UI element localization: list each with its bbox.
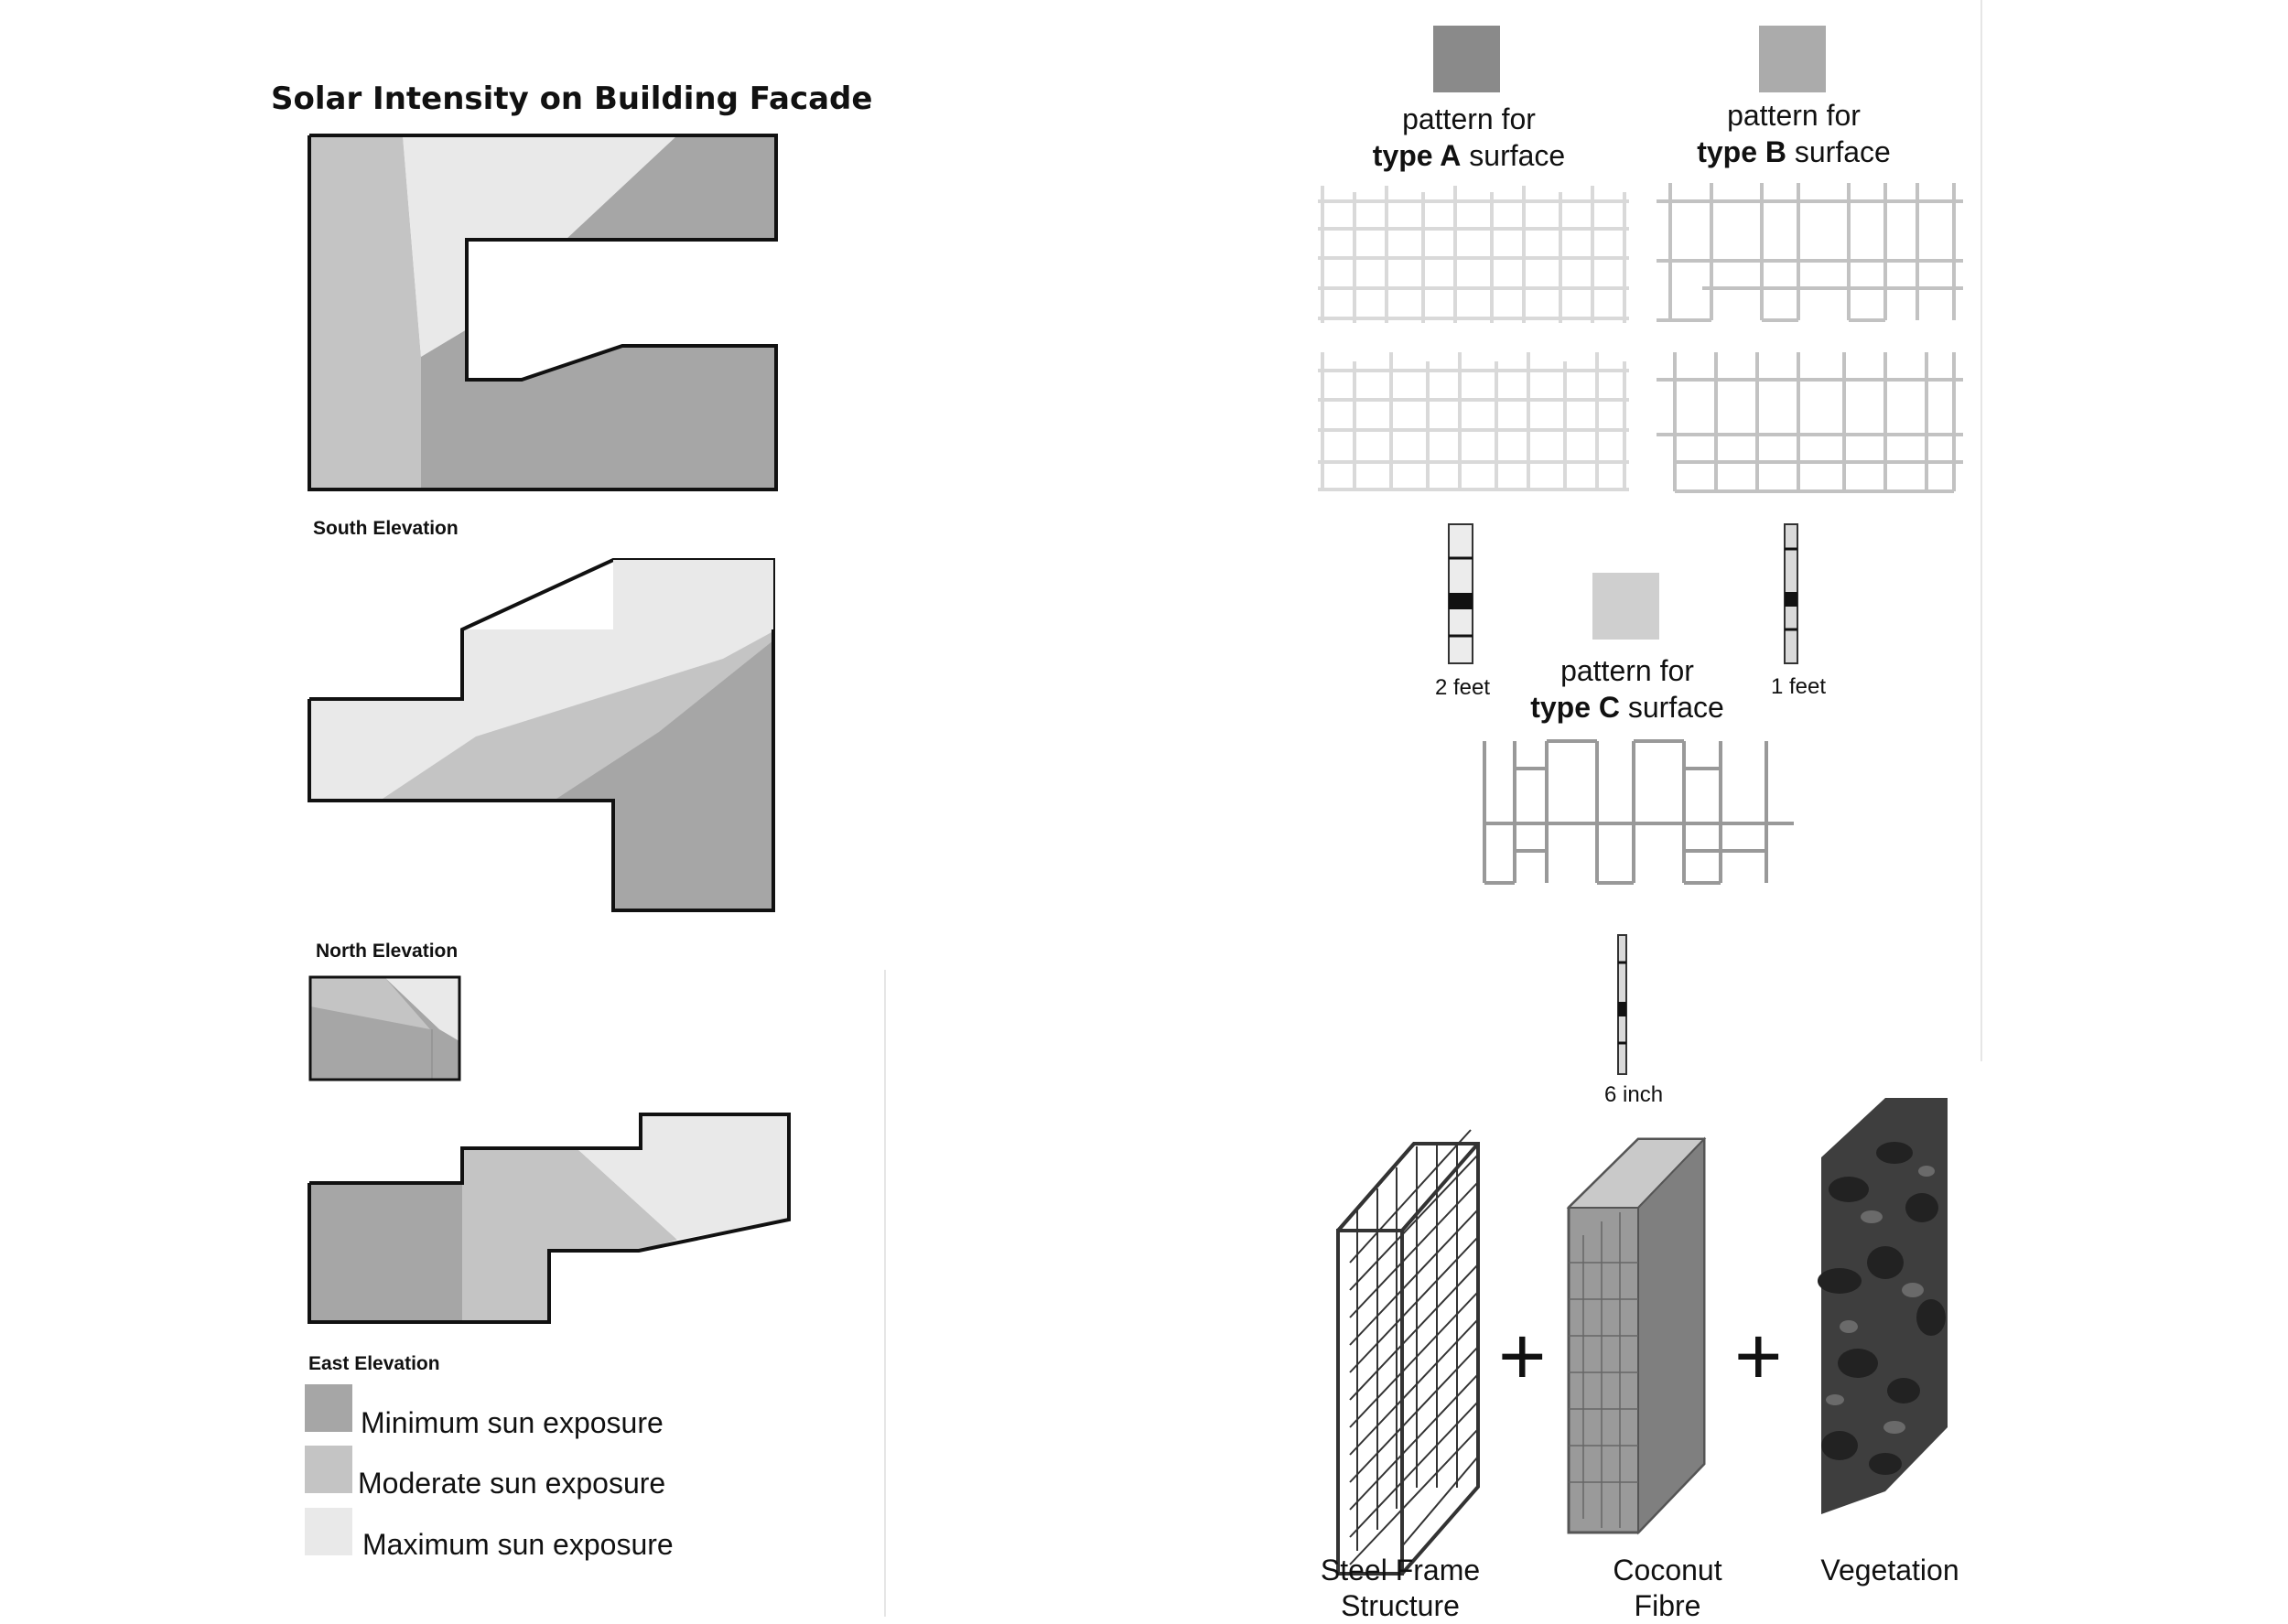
legend-label-minimum: Minimum sun exposure — [361, 1406, 664, 1439]
pattern-a-swatch — [1433, 26, 1500, 92]
coconut-fibre-label: Coconut Fibre — [1613, 1554, 1722, 1622]
scale-label-6-inch: 6 inch — [1604, 1082, 1664, 1107]
scale-label-2-feet: 2 feet — [1435, 675, 1491, 700]
legend-label-maximum: Maximum sun exposure — [362, 1528, 674, 1561]
legend-swatch-moderate — [305, 1446, 352, 1493]
south-elevation-drawing — [308, 134, 778, 491]
east-elevation-drawing — [308, 1113, 791, 1324]
pattern-a-grid-top — [1318, 186, 1629, 323]
pattern-b-grid-bottom — [1657, 352, 1963, 493]
pattern-c-label: pattern for type C surface — [1530, 654, 1724, 724]
pattern-c-swatch — [1592, 573, 1659, 640]
scale-bar-1-feet — [1784, 523, 1798, 664]
pattern-c-grid — [1483, 739, 1794, 885]
small-elevation-drawing — [308, 975, 461, 1081]
scale-label-1-feet: 1 feet — [1771, 674, 1827, 699]
steel-frame-label: Steel Frame Structure — [1320, 1554, 1481, 1622]
plus-sign-1: + — [1498, 1311, 1547, 1403]
pattern-b-label: pattern for type B surface — [1697, 99, 1891, 168]
legend-swatch-minimum — [305, 1384, 352, 1432]
legend-swatch-maximum — [305, 1508, 352, 1555]
scale-bar-2-feet — [1448, 523, 1473, 664]
pattern-a-grid-bottom — [1318, 352, 1629, 491]
pattern-b-grid-top — [1657, 183, 1963, 322]
vegetation-label: Vegetation — [1820, 1554, 1959, 1586]
page-title: Solar Intensity on Building Facade — [271, 81, 873, 117]
pattern-a-label: pattern for type A surface — [1372, 102, 1566, 172]
north-elevation-label: North Elevation — [316, 941, 459, 962]
vegetation-illustration — [1818, 1098, 1948, 1514]
north-elevation-drawing — [308, 558, 775, 912]
east-elevation-label: East Elevation — [308, 1353, 440, 1374]
scale-bar-6-inch — [1617, 934, 1627, 1075]
legend-label-moderate: Moderate sun exposure — [358, 1467, 666, 1500]
pattern-b-swatch — [1759, 26, 1826, 92]
south-elevation-label: South Elevation — [313, 518, 459, 539]
steel-frame-illustration — [1336, 1129, 1480, 1576]
north-elevation-upper-block — [462, 560, 773, 629]
coconut-fibre-illustration — [1566, 1136, 1707, 1535]
plus-sign-2: + — [1734, 1311, 1783, 1403]
